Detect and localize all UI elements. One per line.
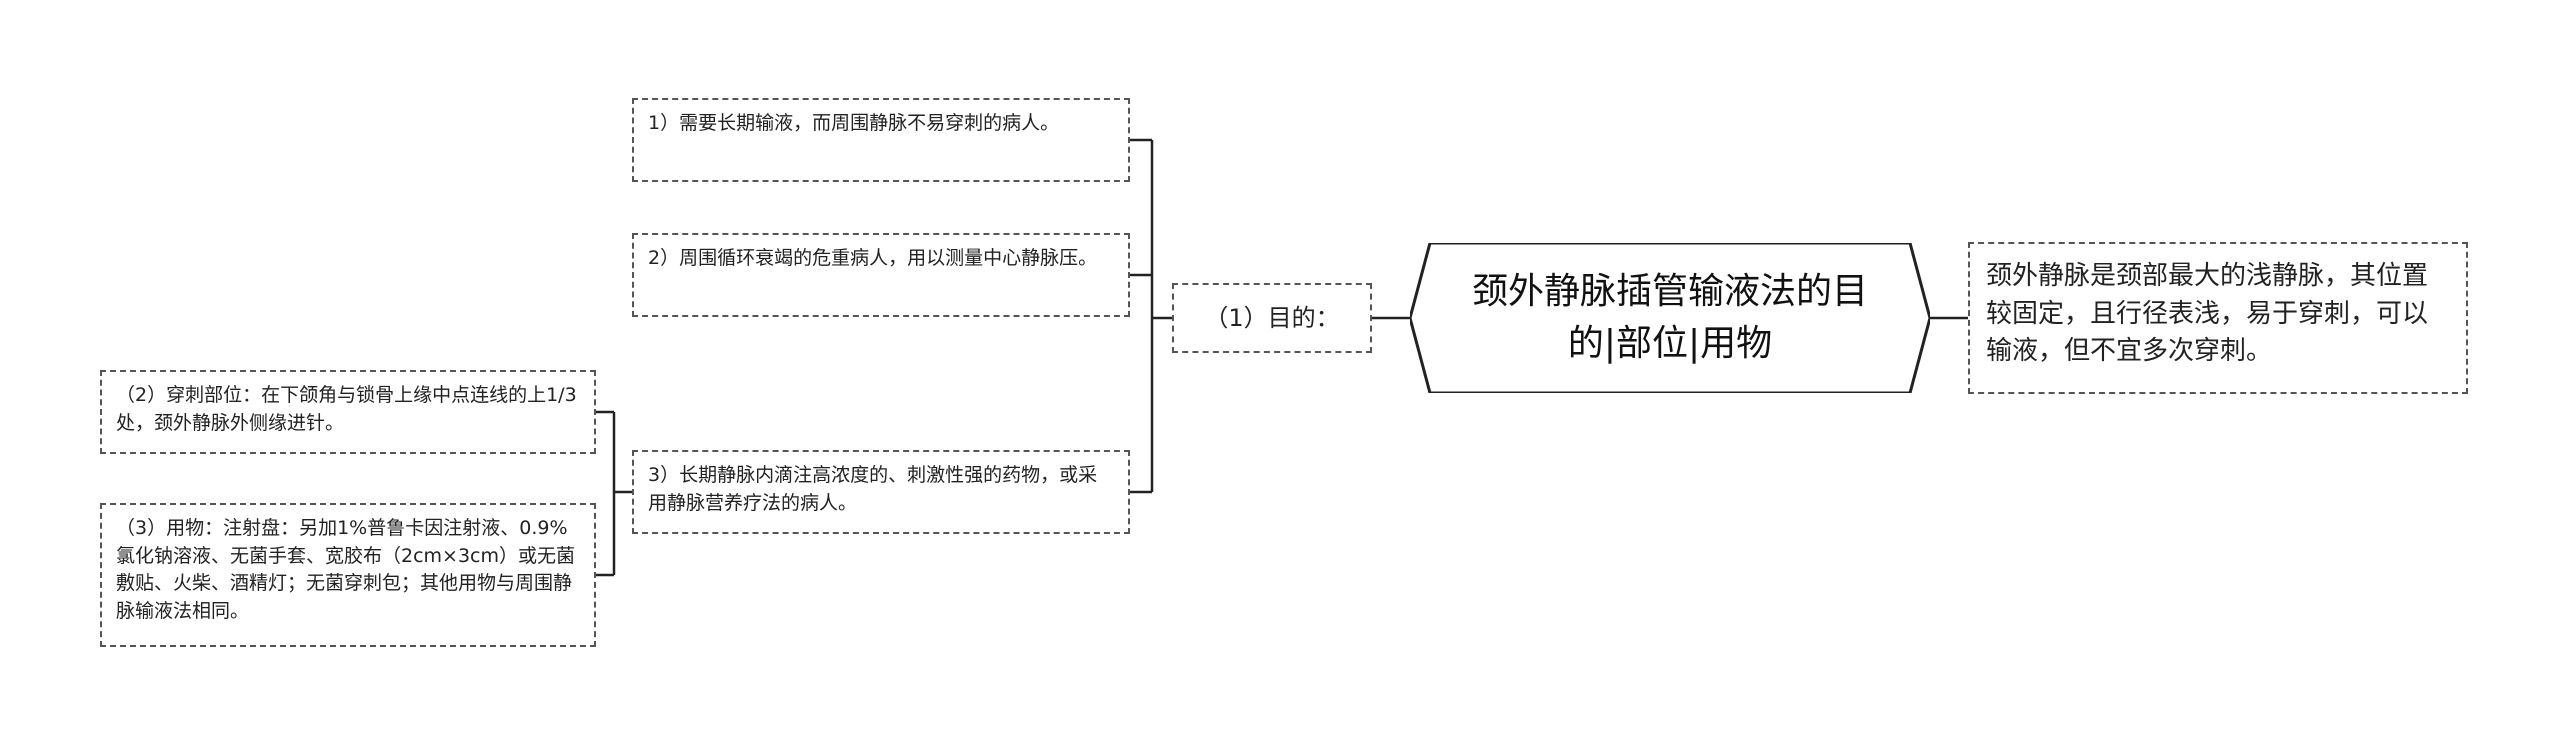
supplies-node[interactable]: （3）用物：注射盘：另加1%普鲁卡因注射液、0.9%氯化钠溶液、无菌手套、宽胶布… (100, 503, 596, 647)
purpose-node[interactable]: （1）目的： (1172, 283, 1372, 353)
purpose-item-3-text: 3）长期静脉内滴注高浓度的、刺激性强的药物，或采用静脉营养疗法的病人。 (648, 464, 1098, 514)
central-topic-text: 颈外静脉插管输液法的目的|部位|用物 (1471, 270, 1868, 364)
purpose-item-1[interactable]: 1）需要长期输液，而周围静脉不易穿刺的病人。 (632, 98, 1130, 182)
right-note-text: 颈外静脉是颈部最大的浅静脉，其位置较固定，且行径表浅，易于穿刺，可以输液，但不宜… (1986, 261, 2429, 367)
site-node[interactable]: （2）穿刺部位：在下颌角与锁骨上缘中点连线的上1/3处，颈外静脉外侧缘进针。 (100, 370, 596, 454)
purpose-item-3[interactable]: 3）长期静脉内滴注高浓度的、刺激性强的药物，或采用静脉营养疗法的病人。 (632, 450, 1130, 534)
connector-purpose-bracket (1130, 138, 1172, 494)
purpose-item-2[interactable]: 2）周围循环衰竭的危重病人，用以测量中心静脉压。 (632, 233, 1130, 317)
purpose-label: （1）目的： (1204, 303, 1340, 332)
site-text: （2）穿刺部位：在下颌角与锁骨上缘中点连线的上1/3处，颈外静脉外侧缘进针。 (116, 384, 577, 434)
right-note[interactable]: 颈外静脉是颈部最大的浅静脉，其位置较固定，且行径表浅，易于穿刺，可以输液，但不宜… (1968, 242, 2468, 394)
connector-item3-bracket (596, 410, 632, 577)
purpose-item-2-text: 2）周围循环衰竭的危重病人，用以测量中心静脉压。 (648, 247, 1098, 269)
central-topic-shape (1410, 243, 1930, 393)
purpose-item-1-text: 1）需要长期输液，而周围静脉不易穿刺的病人。 (648, 112, 1060, 134)
supplies-text: （3）用物：注射盘：另加1%普鲁卡因注射液、0.9%氯化钠溶液、无菌手套、宽胶布… (116, 517, 576, 622)
central-topic[interactable]: 颈外静脉插管输液法的目的|部位|用物 (1410, 243, 1930, 393)
